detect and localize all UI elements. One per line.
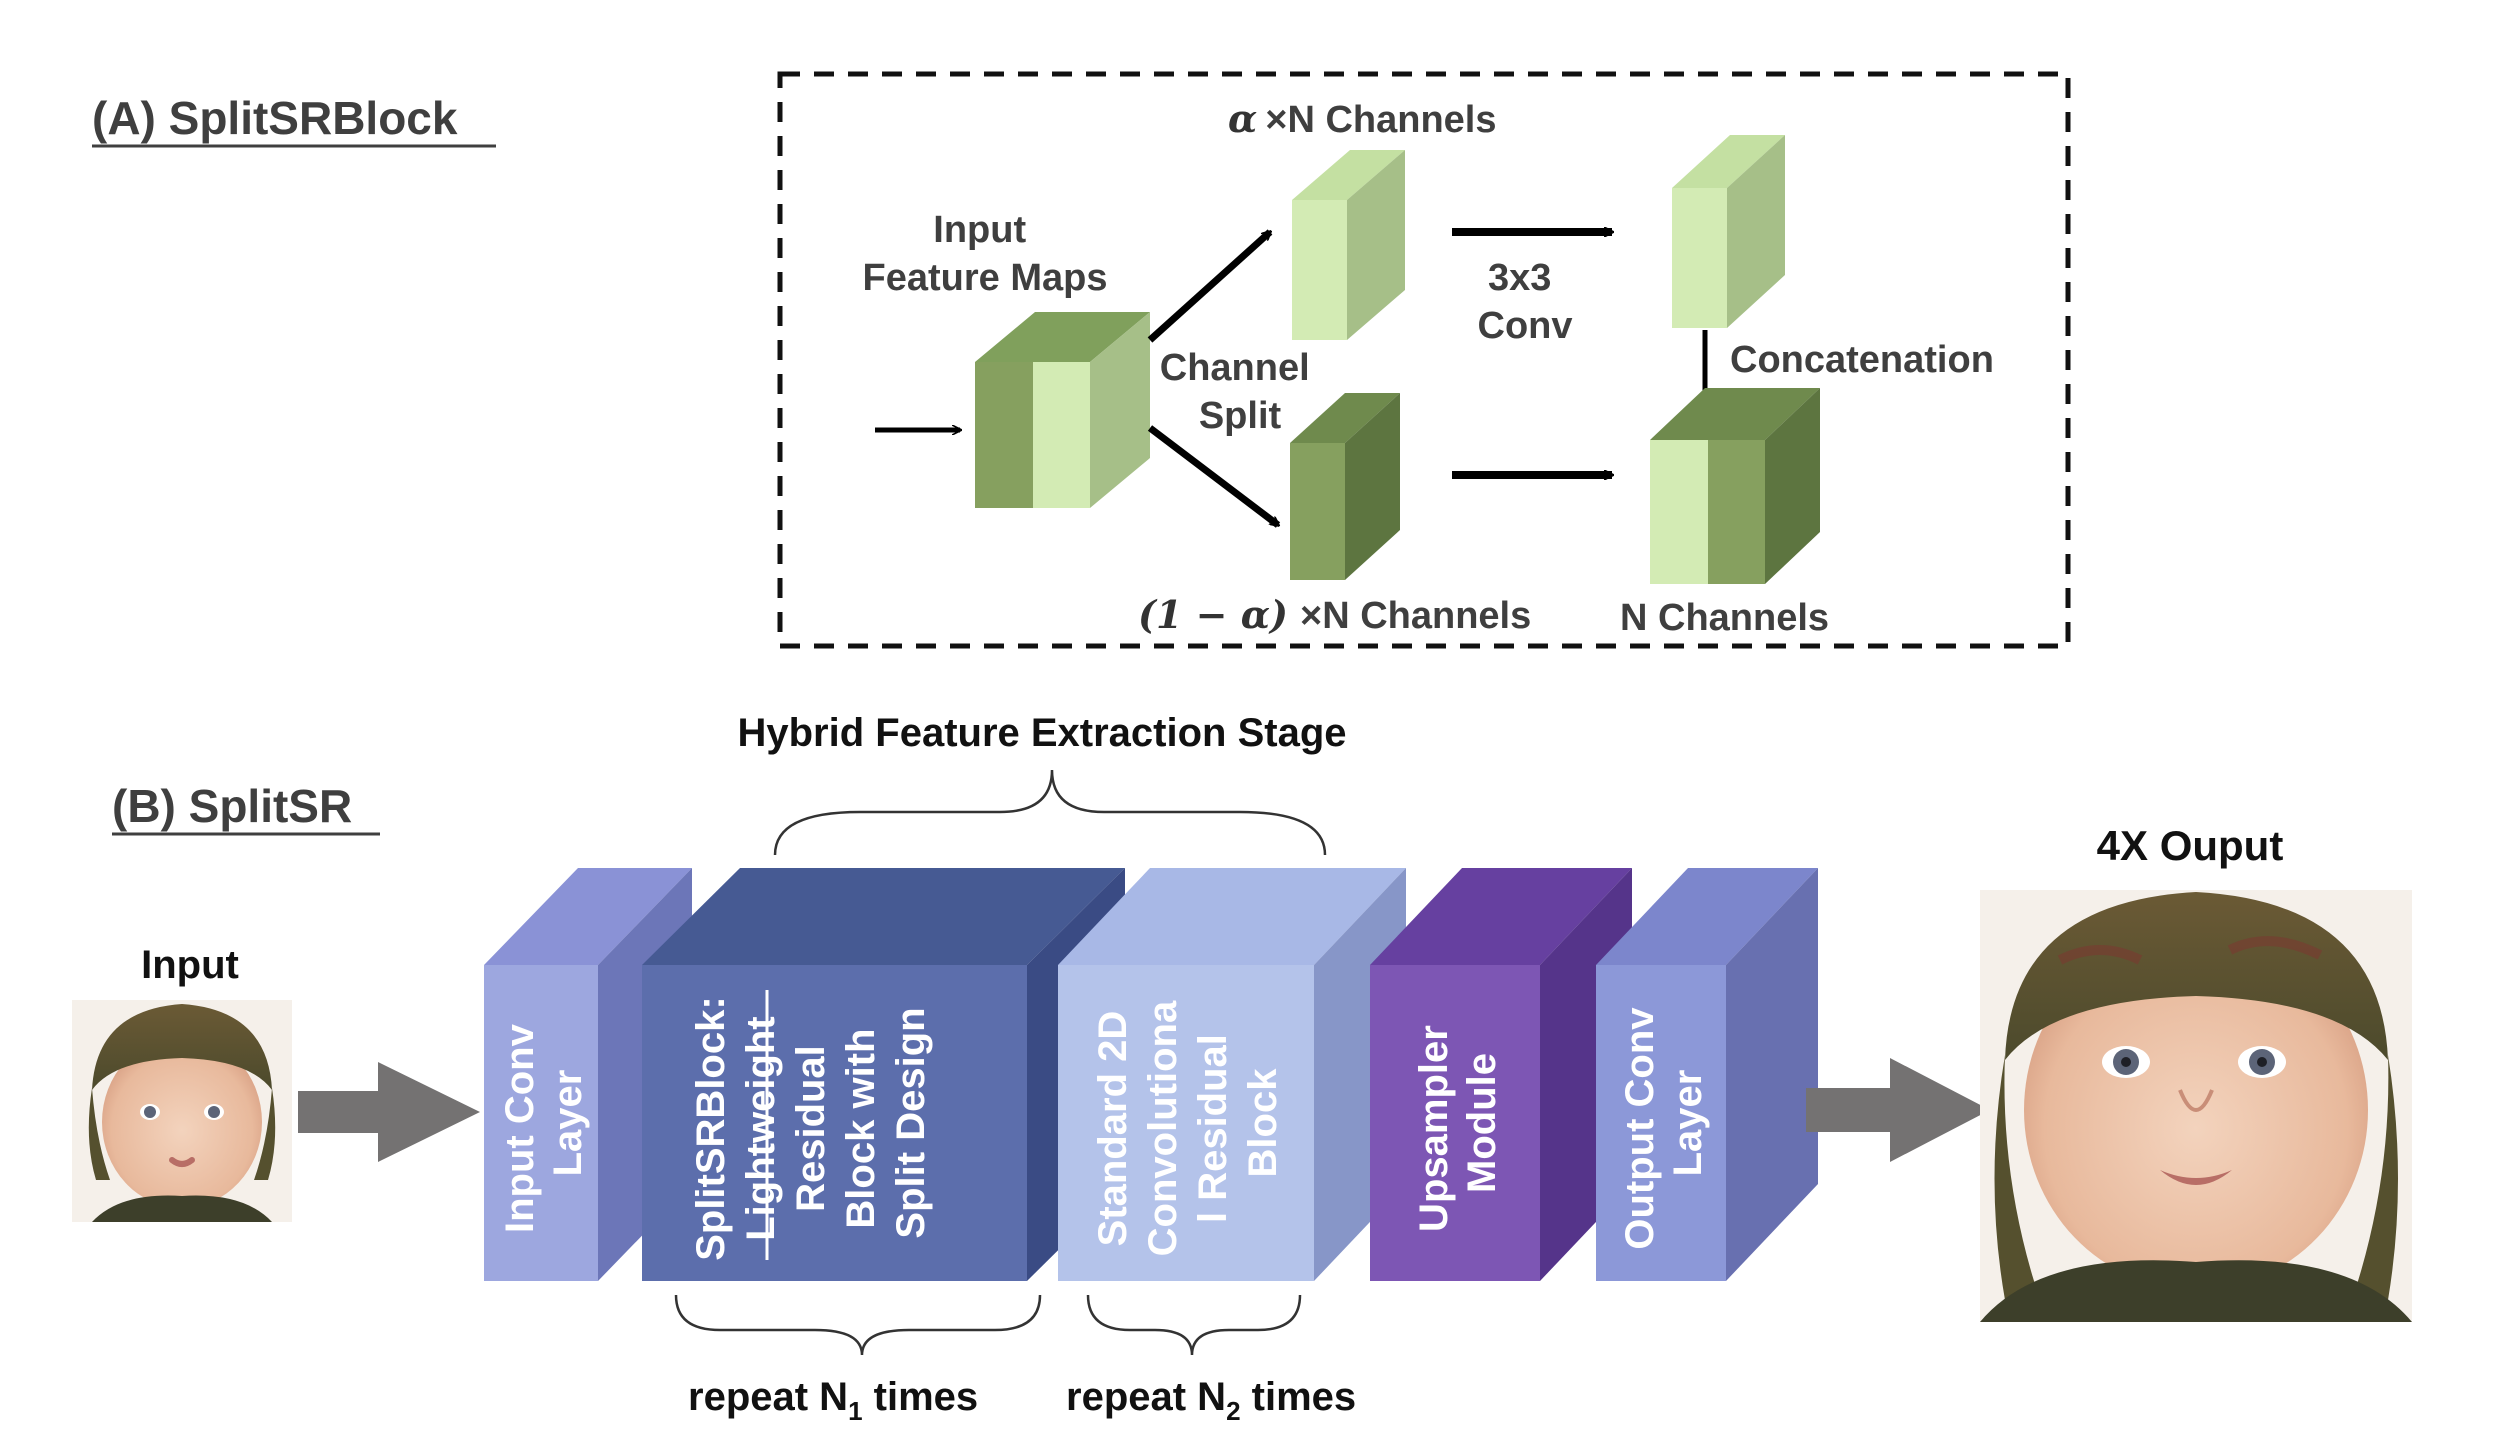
alpha-channels-label: α×N Channels [1228,96,1496,141]
input-feature-maps-label: Input Feature Maps [863,209,1108,299]
splitsrblock-dashed-frame [777,71,2071,649]
conv-label: 3x3 Conv [1478,257,1573,347]
split-down-arrow [1147,425,1278,528]
one-minus-alpha-channel-block [1290,393,1400,580]
repeat-n1-brace [674,1294,1042,1356]
upsampler-module-block: Upsampler Module [1370,868,1632,1281]
output-flow-arrow [1806,1058,1990,1162]
panel-b-title: (B) SplitSR [112,780,352,832]
svg-text:Input Conv Layer: Input Conv Layer [498,1013,590,1233]
repeat-n2-brace [1086,1294,1302,1356]
input-flow-arrow [298,1062,480,1162]
svg-text:Upsampler Module: Upsampler Module [1412,1014,1504,1232]
one-minus-alpha-label: (1 − α) [1138,592,1288,637]
standard-residual-block: Standard 2D Convolutiona l Residual Bloc… [1058,868,1406,1281]
conv-output-block [1672,135,1785,328]
alpha-channel-block [1292,150,1405,340]
channel-split-label: Channel Split [1160,347,1320,437]
repeat-n2-label: repeat N2 times [1066,1375,1356,1426]
input-baby-image [72,1000,292,1222]
n-channels-label: N Channels [1620,597,1829,639]
svg-text:Output Conv Layer: Output Conv Layer [1618,996,1710,1249]
splitsrblock-stage-block: SplitSRBlock: Lightweight Residual Block… [642,868,1125,1281]
svg-text:Standard 2D Convolutiona: Standard 2D Convolutiona l Residual Bloc… [1091,990,1285,1257]
one-minus-alpha-channels-label: ×N Channels [1300,595,1531,637]
input-image-label: Input [141,943,239,987]
repeat-n1-label: repeat N1 times [688,1375,978,1426]
output-image-label: 4X Ouput [2097,822,2284,869]
concatenation-label: Concatenation [1730,339,1994,381]
hybrid-stage-brace [773,769,1327,856]
split-up-arrow [1147,229,1270,343]
output-baby-image [1980,890,2412,1322]
input-feature-map-block [975,312,1150,508]
output-conv-layer-block: Output Conv Layer [1596,868,1818,1281]
hybrid-stage-label: Hybrid Feature Extraction Stage [737,711,1346,755]
concatenated-output-block [1650,388,1820,584]
panel-a-title: (A) SplitSRBlock [92,92,458,144]
svg-text:SplitSRBlock: Lightweigh: SplitSRBlock: Lightweight Residual Block… [689,985,933,1261]
